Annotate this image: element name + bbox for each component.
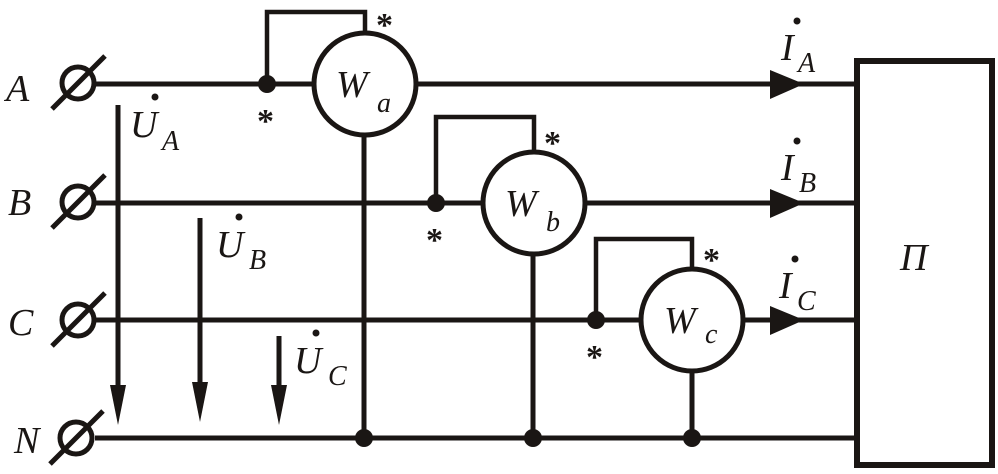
phase-b-line [95, 189, 857, 218]
terminal-a-icon [50, 54, 107, 111]
terminal-c-label: C [8, 302, 34, 344]
polarity-mark: * [257, 103, 274, 140]
svg-text:I: I [780, 147, 796, 189]
voltage-b-arrow [192, 218, 208, 422]
svg-text:B: B [799, 168, 816, 199]
current-b-arrow-icon [770, 189, 804, 218]
phase-c-line [95, 306, 857, 335]
phase-a-line [95, 70, 857, 99]
svg-text:C: C [797, 286, 816, 317]
arrow-down-icon [192, 382, 208, 422]
polarity-mark: * [586, 339, 603, 376]
terminal-c-icon [50, 291, 107, 348]
arrow-down-icon [271, 385, 287, 425]
svg-text:A: A [160, 126, 180, 157]
wattmeter-c: W c * * [586, 236, 746, 447]
load-box [854, 58, 995, 468]
wattmeter-a: W a * * [257, 7, 419, 447]
arrow-down-icon [110, 385, 126, 425]
svg-text:B: B [249, 245, 266, 276]
voltage-c-label: U C [294, 329, 347, 392]
svg-text:c: c [705, 319, 718, 350]
current-a-arrow-icon [770, 70, 804, 99]
svg-text:W: W [336, 64, 371, 106]
junction-dot [355, 429, 373, 447]
terminal-b-icon [50, 173, 107, 230]
junction-dot [258, 75, 276, 93]
voltage-c-arrow [271, 336, 287, 425]
terminal-a-label: A [3, 68, 30, 110]
terminal-n-icon [48, 409, 105, 466]
svg-text:a: a [377, 88, 391, 119]
current-c-label: I C [778, 255, 816, 317]
junction-dot [427, 194, 445, 212]
junction-dot [587, 311, 605, 329]
load-label: П [899, 237, 930, 279]
polarity-mark: * [376, 7, 393, 44]
voltage-a-arrow [110, 105, 126, 425]
wattmeter-b: W b * * [426, 114, 588, 447]
voltage-b-label: U B [216, 213, 266, 276]
polarity-mark: * [544, 125, 561, 162]
svg-text:I: I [778, 265, 794, 307]
svg-text:U: U [130, 104, 160, 146]
svg-text:I: I [780, 27, 796, 69]
svg-text:U: U [216, 224, 246, 266]
polarity-mark: * [426, 222, 443, 259]
svg-text:A: A [796, 48, 816, 79]
svg-text:W: W [505, 183, 540, 225]
svg-text:C: C [328, 361, 347, 392]
svg-text:U: U [294, 340, 324, 382]
junction-dot [683, 429, 701, 447]
terminal-b-label: B [8, 182, 31, 224]
svg-text:W: W [664, 300, 699, 342]
current-a-label: I A [780, 17, 816, 79]
junction-dot [524, 429, 542, 447]
svg-text:b: b [546, 207, 560, 238]
terminal-n-label: N [13, 420, 42, 462]
voltage-a-label: U A [130, 93, 180, 157]
polarity-mark: * [703, 242, 720, 279]
current-b-label: I B [780, 137, 816, 199]
current-c-arrow-icon [770, 306, 804, 335]
